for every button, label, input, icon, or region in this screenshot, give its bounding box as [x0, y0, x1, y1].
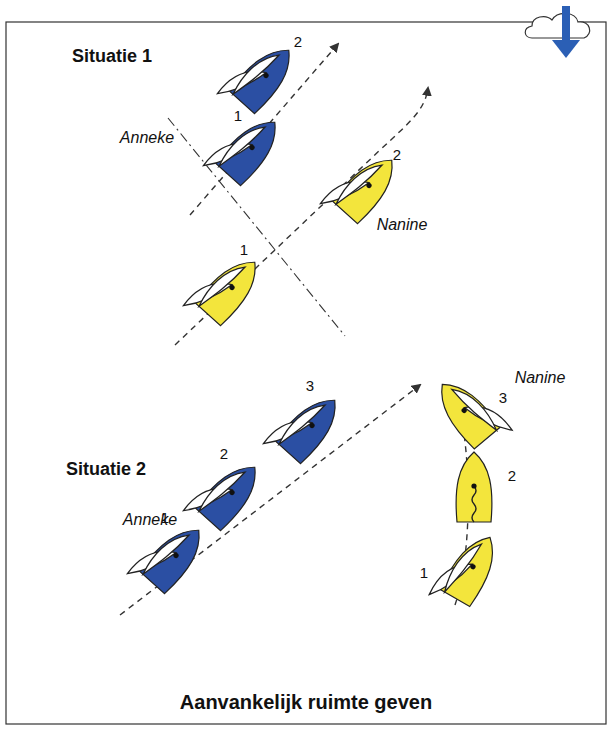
position-number: 2	[508, 468, 516, 485]
caption: Aanvankelijk ruimte geven	[180, 691, 432, 713]
position-number: 1	[161, 510, 169, 527]
situation-title: Situatie 2	[66, 460, 146, 480]
position-number: 2	[294, 34, 302, 51]
position-number: 1	[240, 242, 248, 259]
boat-name: Nanine	[377, 216, 428, 234]
position-number: 1	[234, 108, 242, 125]
wind-cloud	[525, 6, 589, 58]
position-number: 3	[499, 390, 507, 407]
position-number: 2	[220, 446, 228, 463]
boat-name: Nanine	[515, 369, 566, 387]
position-number: 1	[420, 565, 428, 582]
position-number: 2	[393, 147, 401, 164]
boat-name: Anneke	[120, 129, 174, 147]
situation-title: Situatie 1	[72, 47, 152, 67]
position-number: 3	[306, 378, 314, 395]
